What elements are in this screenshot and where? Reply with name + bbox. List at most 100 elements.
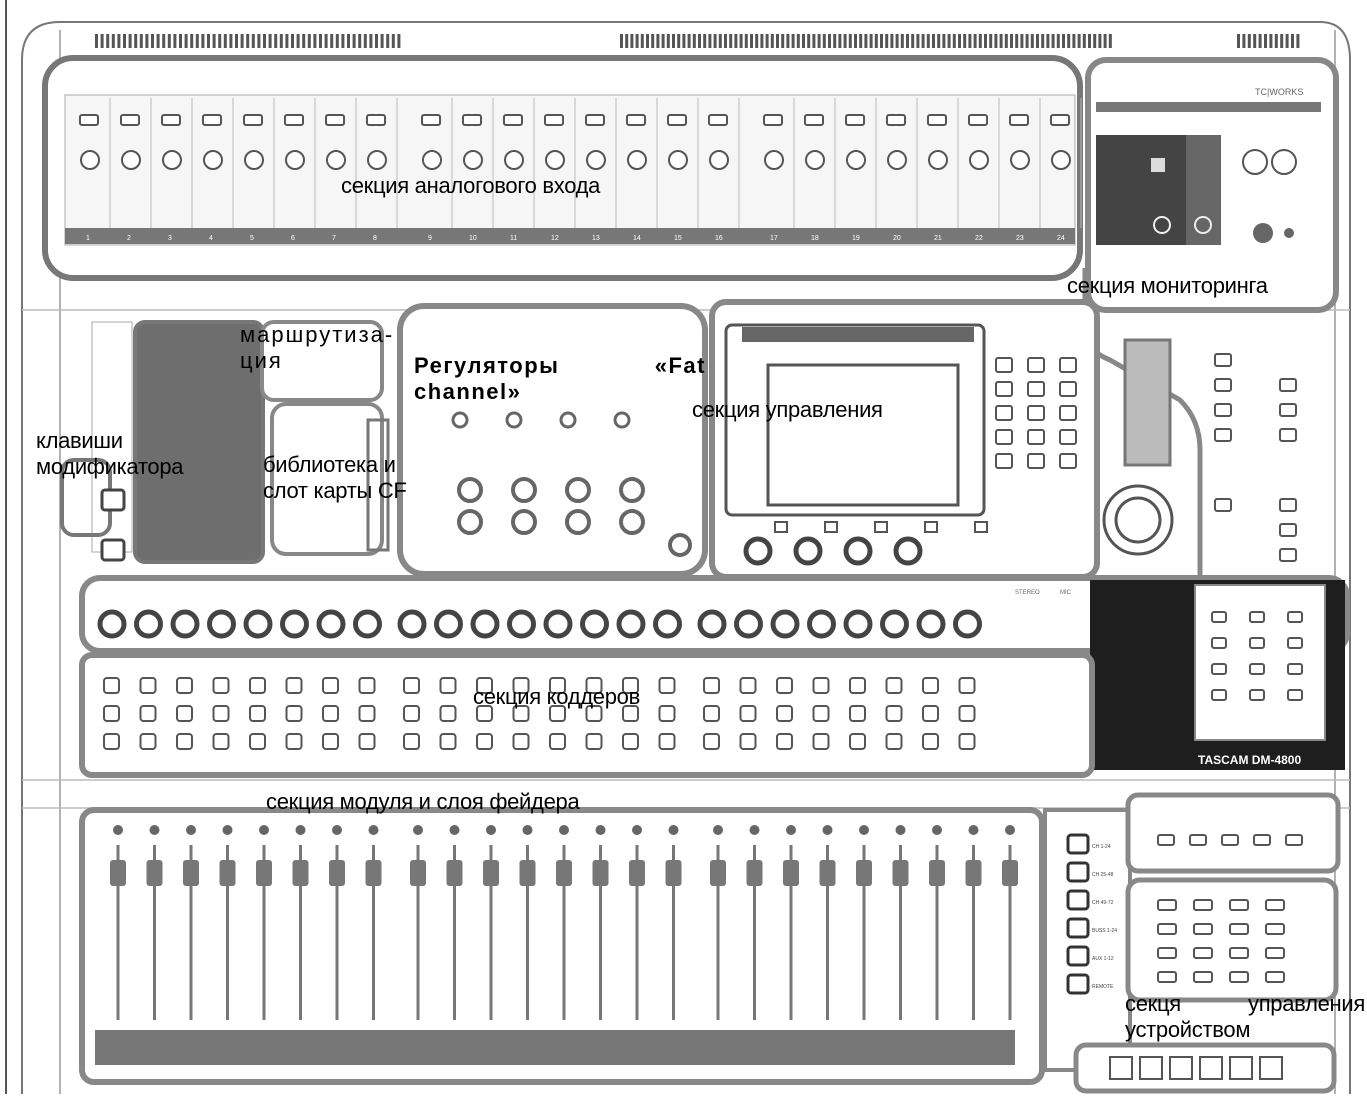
trim-knob [122, 151, 140, 169]
encoder-knob [846, 612, 870, 636]
channel-button [923, 706, 938, 721]
vent-slot [1005, 34, 1008, 48]
fader-cap [110, 860, 126, 886]
vent-slot [693, 34, 696, 48]
monitor-button [1280, 499, 1296, 511]
tc-logo-text: TC|WORKS [1255, 87, 1303, 97]
vent-slot [213, 34, 216, 48]
vent-slot [828, 34, 831, 48]
fader-cap [410, 860, 426, 886]
eq-knob [561, 413, 575, 427]
channel-button [250, 734, 265, 749]
trim-knob [970, 151, 988, 169]
channel-number: 9 [428, 235, 432, 242]
vent-slot [870, 34, 873, 48]
channel-button [404, 678, 419, 693]
vent-slot [677, 34, 680, 48]
vent-slot [724, 34, 727, 48]
fader-cap [256, 860, 272, 886]
vent-slot [906, 34, 909, 48]
channel-button [887, 706, 902, 721]
pad-switch [764, 115, 782, 125]
transport-button [1230, 1057, 1252, 1079]
encoder-knob [319, 612, 343, 636]
device-button [1230, 948, 1248, 958]
stereo-label: STEREO [1015, 590, 1040, 596]
vent-slot [229, 34, 232, 48]
vent-slot [347, 34, 350, 48]
fader-cap [666, 860, 682, 886]
trim-knob [81, 151, 99, 169]
fat-knob [513, 479, 535, 501]
channel-button [814, 706, 829, 721]
fader-cap [856, 860, 872, 886]
fader-cap [1002, 860, 1018, 886]
fader-led [223, 825, 233, 835]
encoder-mode-button [1288, 612, 1302, 622]
vent-slot [173, 34, 176, 48]
trim-knob [286, 151, 304, 169]
fader-led [259, 825, 269, 835]
automation-button [1254, 835, 1270, 845]
pad-switch [805, 115, 823, 125]
encoder-knob [919, 612, 943, 636]
vent-slot [145, 34, 148, 48]
channel-button [887, 734, 902, 749]
trim-knob [806, 151, 824, 169]
vent-slot [854, 34, 857, 48]
soft-key [975, 522, 987, 532]
trim-knob [505, 151, 523, 169]
vent-slot [285, 34, 288, 48]
channel-number: 15 [674, 235, 682, 242]
trim-knob [327, 151, 345, 169]
automation-button [1158, 835, 1174, 845]
vent-slot [375, 34, 378, 48]
channel-button [660, 706, 675, 721]
channel-button [704, 734, 719, 749]
encoder-knob [473, 612, 497, 636]
vent-slot [1264, 34, 1267, 48]
pad-switch [326, 115, 344, 125]
vent-slot [129, 34, 132, 48]
vent-slot [1046, 34, 1049, 48]
encoder-knob [356, 612, 380, 636]
encoder-knob [546, 612, 570, 636]
layer-button [1068, 863, 1088, 881]
fader-led [413, 825, 423, 835]
vent-slot [786, 34, 789, 48]
pad-switch [887, 115, 905, 125]
label-fat-channel: Регуляторы «Fat channel» [414, 353, 706, 405]
vent-slot [140, 34, 143, 48]
top-vents [95, 34, 1299, 48]
vent-slot [1269, 34, 1272, 48]
vent-slot [948, 34, 951, 48]
vent-slot [963, 34, 966, 48]
vent-slot [1093, 34, 1096, 48]
device-button [1194, 900, 1212, 910]
vent-slot [849, 34, 852, 48]
vent-slot [797, 34, 800, 48]
vent-slot [1041, 34, 1044, 48]
vent-slot [151, 34, 154, 48]
control-button [1060, 406, 1076, 420]
vent-slot [953, 34, 956, 48]
vent-slot [922, 34, 925, 48]
encoder-knob [956, 612, 980, 636]
vent-slot [630, 34, 633, 48]
channel-button-area [82, 655, 1092, 775]
pad-switch [586, 115, 604, 125]
device-button [1194, 972, 1212, 982]
control-button [1060, 430, 1076, 444]
fader-cap [183, 860, 199, 886]
trim-knob [1052, 151, 1070, 169]
pad-switch [367, 115, 385, 125]
channel-button [250, 706, 265, 721]
vent-slot [890, 34, 893, 48]
channel-number: 24 [1057, 235, 1065, 242]
eq-knob [615, 413, 629, 427]
vent-slot [911, 34, 914, 48]
layer-button [1068, 919, 1088, 937]
vent-slot [1286, 34, 1289, 48]
channel-number: 3 [168, 235, 172, 242]
